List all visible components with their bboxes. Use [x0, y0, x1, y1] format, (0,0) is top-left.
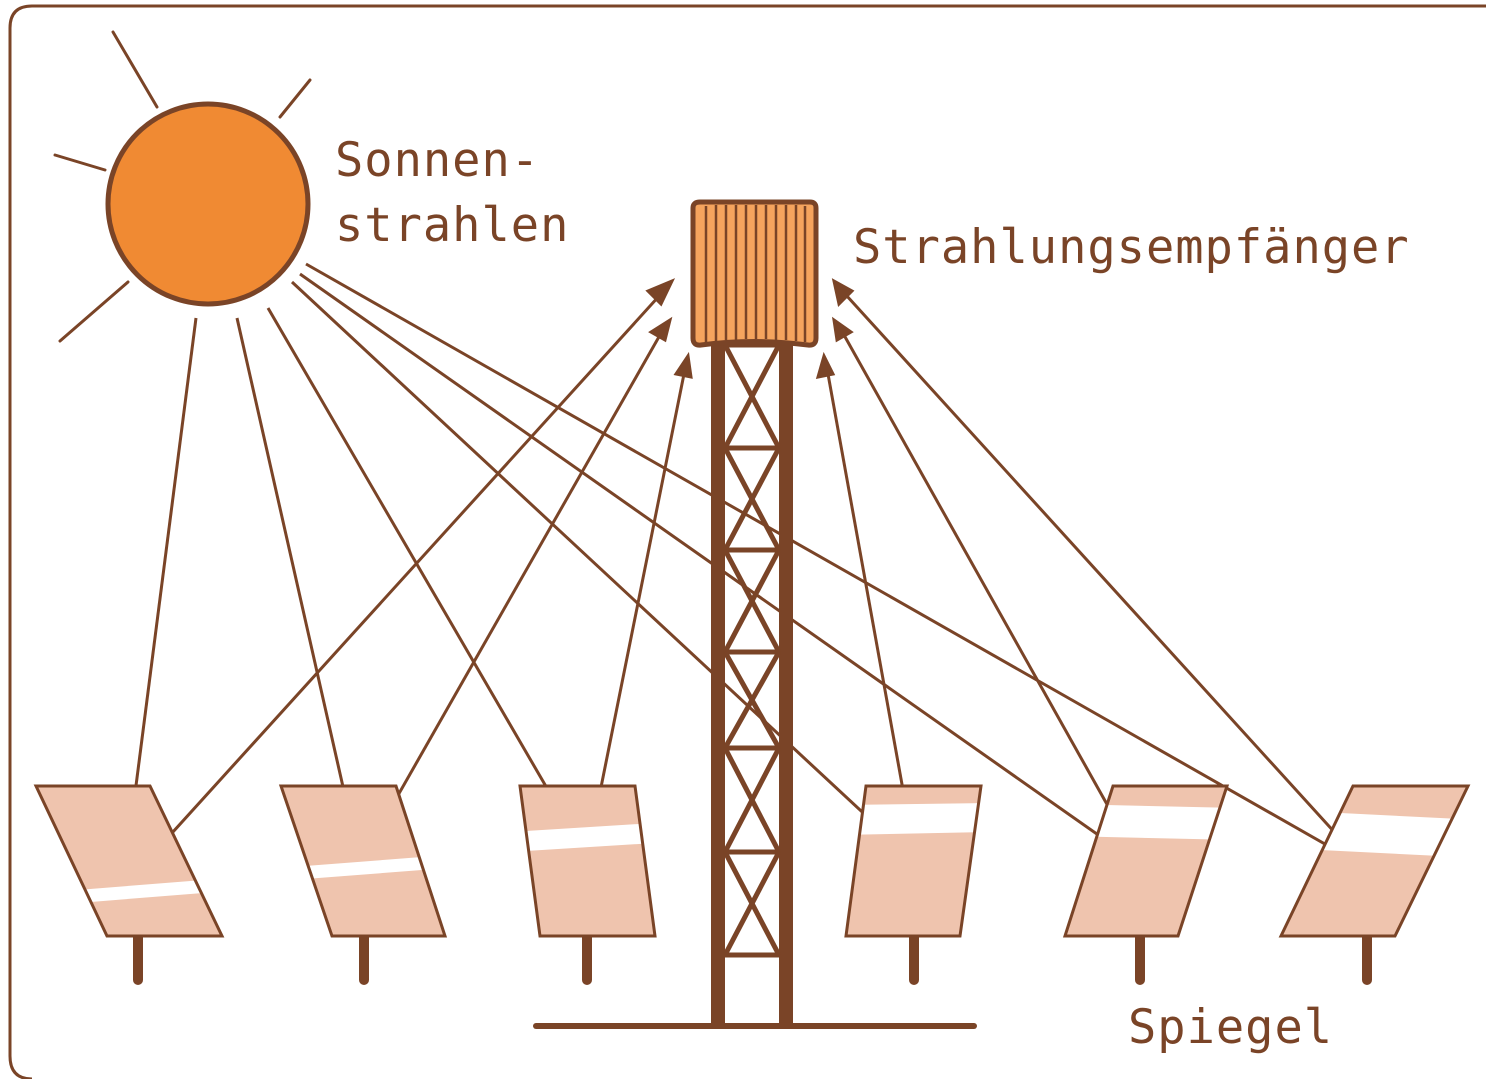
receiver-label: Strahlungsempfänger	[853, 220, 1410, 275]
sun-label-line2: strahlen	[335, 198, 570, 253]
heliostat-mirror-icon	[844, 784, 983, 985]
sun-icon	[53, 30, 312, 343]
heliostat-mirror-icon	[1278, 784, 1471, 985]
heliostat-mirror-icon	[1062, 784, 1230, 985]
heliostat-mirror-icon	[278, 784, 448, 985]
heliostat-mirror-icon	[518, 784, 657, 985]
sun-label-line1: Sonnen-	[335, 133, 541, 188]
reflected-rays	[121, 278, 1369, 889]
solar-tower-icon	[533, 338, 977, 1029]
frame	[8, 4, 1486, 1079]
receiver-icon	[690, 199, 819, 348]
mirrors-label: Spiegel	[1128, 1000, 1334, 1055]
heliostat-mirror-icon	[33, 784, 225, 985]
